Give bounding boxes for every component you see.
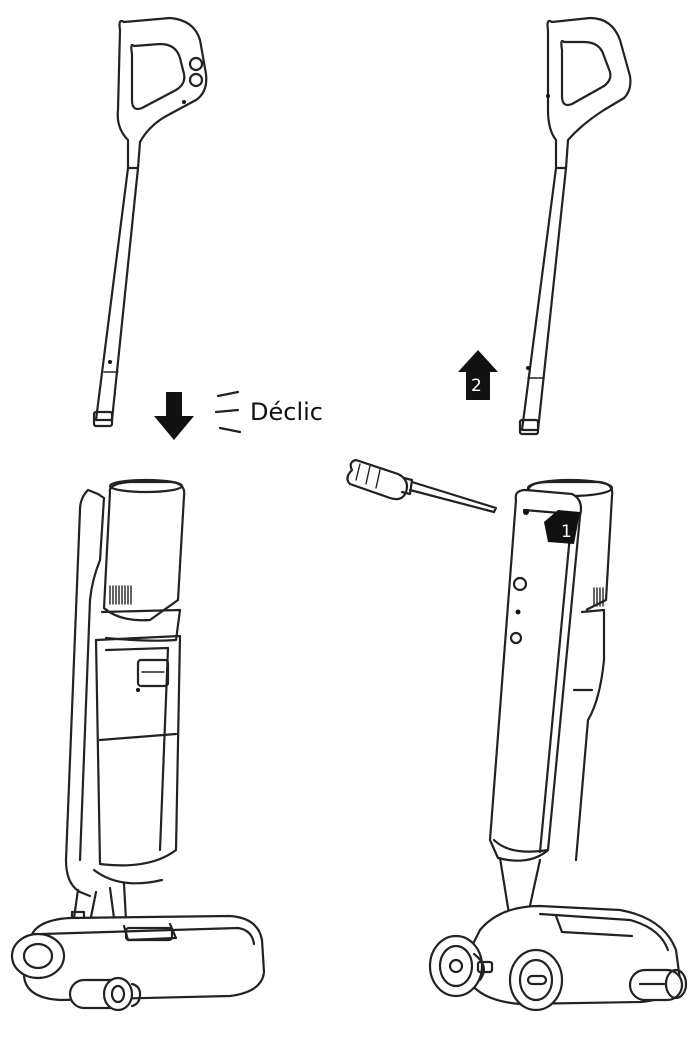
- right-floor-head: [428, 904, 688, 1012]
- screwdriver-icon: [346, 458, 498, 514]
- step-one-label: 1: [561, 522, 572, 542]
- step-two-label: 2: [471, 376, 482, 396]
- arrow-up-icon: 2: [458, 350, 498, 400]
- left-vacuum-body: [64, 478, 186, 924]
- left-grille: [109, 585, 132, 605]
- arrow-down-icon: [154, 392, 194, 440]
- left-handle: [92, 16, 208, 428]
- left-floor-head: [10, 914, 266, 1012]
- click-sound-icon: [214, 390, 242, 434]
- right-vacuum-body: 1: [488, 478, 614, 944]
- click-label: Déclic: [250, 398, 323, 426]
- right-handle: [518, 16, 632, 436]
